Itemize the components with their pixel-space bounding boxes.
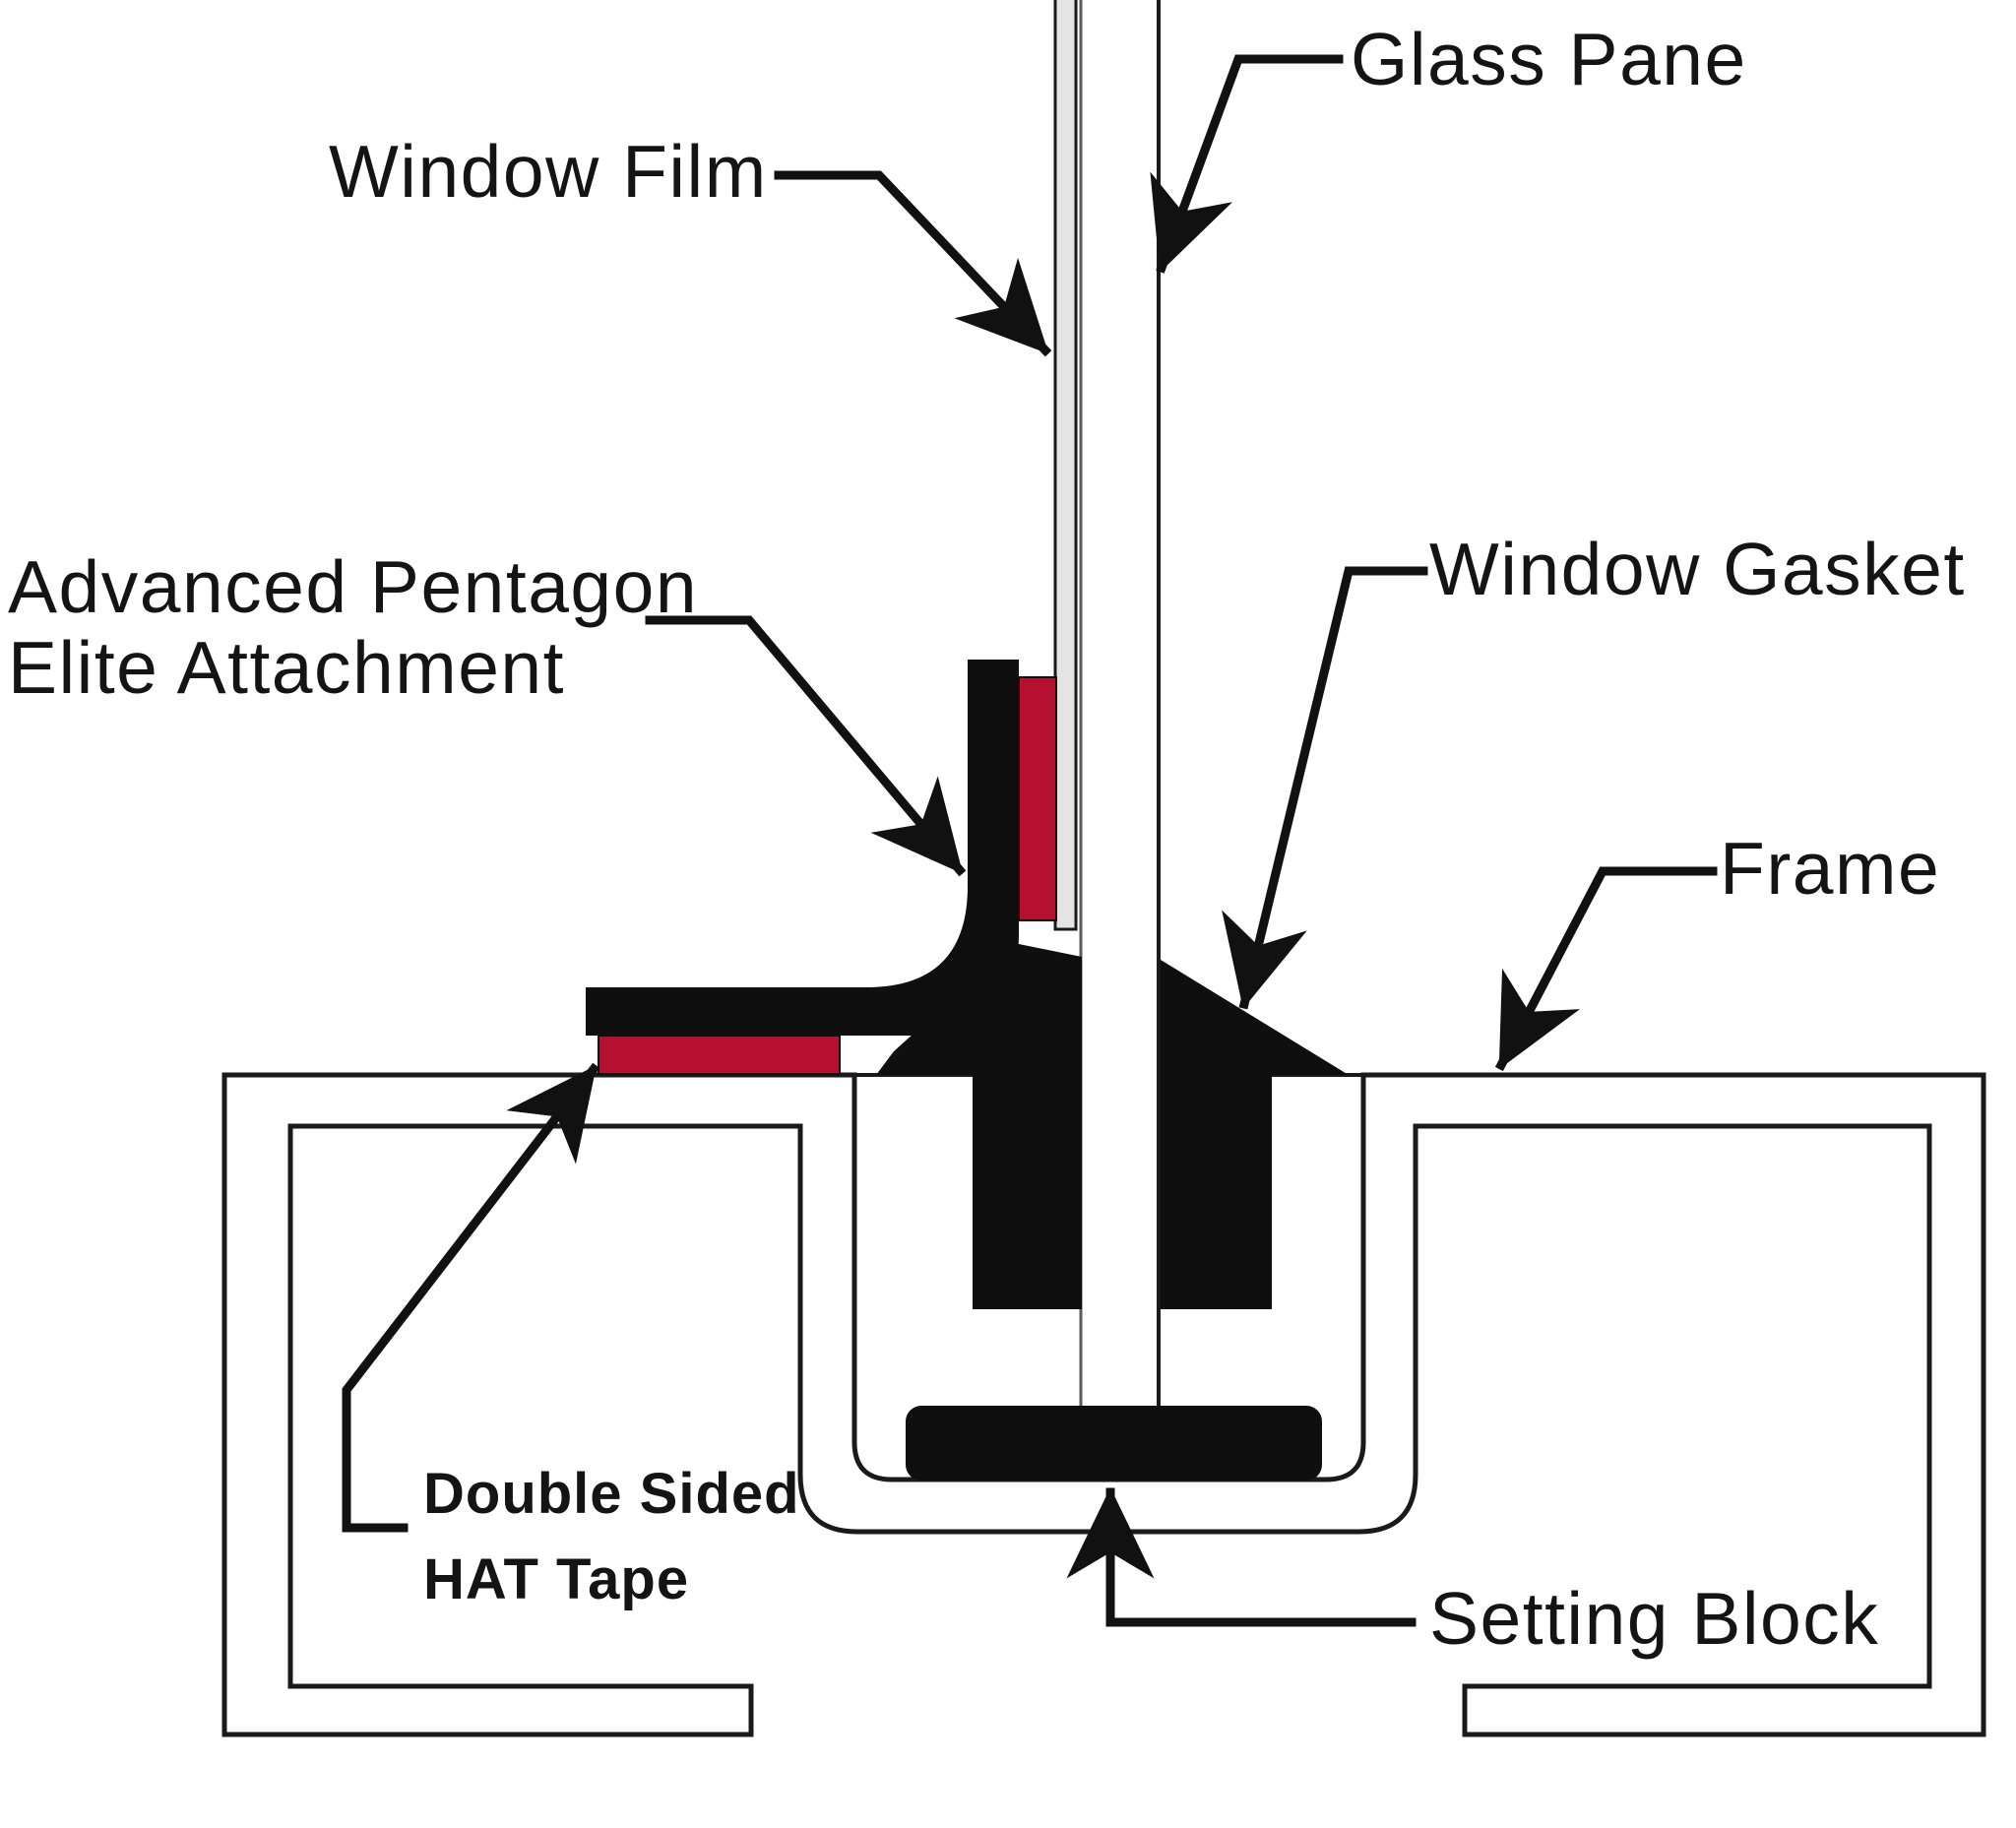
frame-label: Frame — [1720, 827, 1940, 910]
window-film-shape — [1053, 0, 1078, 931]
setting-block-label: Setting Block — [1429, 1577, 1879, 1660]
attachment-label-line2: Elite Attachment — [8, 626, 565, 709]
glass-pane-label: Glass Pane — [1351, 18, 1747, 100]
hat-tape-label-line1: Double Sided — [423, 1462, 800, 1526]
attachment-label-line1: Advanced Pentagon — [8, 545, 698, 628]
window-gasket-leader — [1222, 566, 1428, 1010]
frame-profile — [221, 1072, 1986, 1737]
hat-tape-leader — [342, 1062, 600, 1533]
hat-tape-shape — [598, 1035, 841, 1075]
window-gasket-label: Window Gasket — [1429, 528, 1966, 610]
setting-block-leader — [1066, 1487, 1417, 1627]
window-film-label: Window Film — [329, 130, 768, 213]
gasket-left-shape — [876, 943, 1082, 1309]
glass-pane-leader — [1150, 54, 1344, 274]
hat-tape-label-line2: HAT Tape — [423, 1547, 689, 1611]
vertical-tape-shape — [1018, 676, 1057, 921]
setting-block-shape — [906, 1406, 1322, 1481]
attachment-leader — [645, 615, 967, 877]
glass-pane-shape — [1079, 0, 1161, 1408]
window-film-leader — [774, 170, 1052, 357]
glass-body — [1080, 0, 1160, 1408]
frame-leader — [1494, 866, 1718, 1072]
gasket-right-shape — [1161, 960, 1349, 1309]
